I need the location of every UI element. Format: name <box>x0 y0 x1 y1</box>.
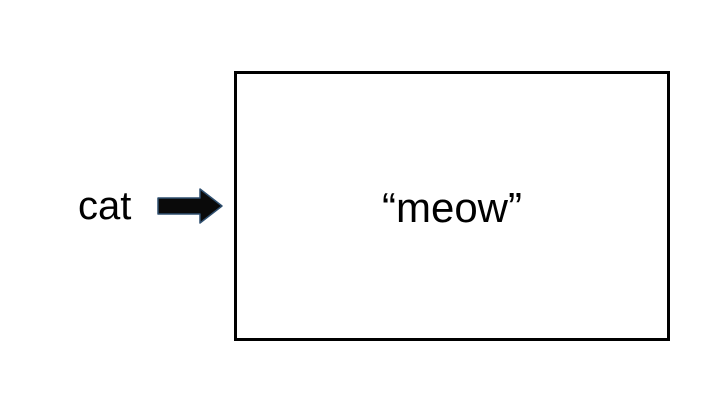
value-box: “meow” <box>234 71 670 341</box>
right-arrow-icon <box>157 188 223 224</box>
input-label: cat <box>78 184 132 228</box>
box-value: “meow” <box>381 184 522 231</box>
